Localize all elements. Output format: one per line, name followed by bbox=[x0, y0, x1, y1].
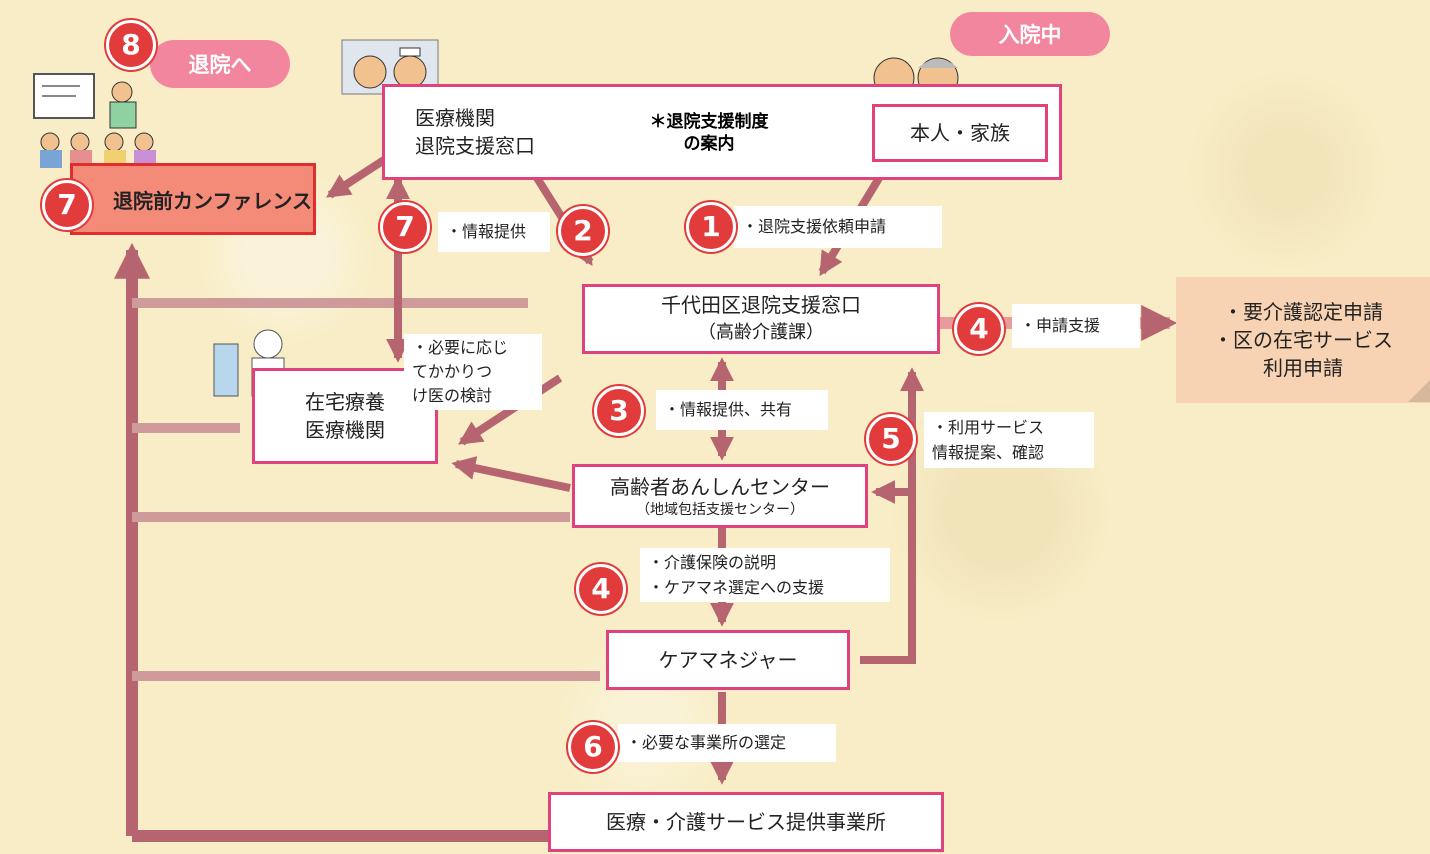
step-number-7-info: 7 bbox=[380, 202, 430, 252]
arrow-hospital-conference bbox=[325, 156, 387, 199]
application-box: ・要介護認定申請 ・区の在宅サービス 利用申請 bbox=[1176, 277, 1430, 403]
step-number-8: 8 bbox=[106, 20, 156, 70]
label-step5: ・利用サービス 情報提案、確認 bbox=[924, 412, 1094, 468]
step4-down-line1: ・介護保険の説明 bbox=[648, 553, 777, 572]
step4-down-line2: ・ケアマネ選定への支援 bbox=[648, 578, 825, 597]
step-number-3: 3 bbox=[594, 386, 644, 436]
label-step4-down: ・介護保険の説明 ・ケアマネ選定への支援 bbox=[640, 548, 890, 602]
anshin-center-title: 高齢者あんしんセンター bbox=[610, 475, 830, 499]
patient-family-box: 本人・家族 bbox=[872, 104, 1048, 162]
step1-text: ・退院支援依頼申請 bbox=[742, 217, 887, 236]
step3-text: ・情報提供、共有 bbox=[664, 400, 793, 419]
hospital-window-line2: 退院支援窓口 bbox=[415, 134, 535, 158]
label-step7: ・必要に応じ てかかりつ け医の検討 bbox=[404, 334, 542, 410]
chiyoda-discharge-window: 千代田区退院支援窓口 （高齢介護課） bbox=[582, 284, 940, 354]
label-step1: ・退院支援依頼申請 bbox=[734, 206, 942, 248]
notice-line2: の案内 bbox=[683, 134, 735, 154]
arrow-caremanager-chiyoda bbox=[860, 367, 924, 664]
step5-line2: 情報提案、確認 bbox=[932, 443, 1045, 462]
hospitalized-cloud: 入院中 bbox=[950, 12, 1110, 56]
application-line3: 利用申請 bbox=[1263, 356, 1343, 380]
step7-line1: ・必要に応じ bbox=[412, 338, 509, 357]
step5-line1: ・利用サービス bbox=[932, 418, 1045, 437]
conference-illustration bbox=[30, 70, 160, 170]
patient-family-text: 本人・家族 bbox=[910, 121, 1010, 145]
home-care-line2: 医療機関 bbox=[305, 418, 385, 442]
label-step4-right: ・申請支援 bbox=[1012, 304, 1140, 348]
step-number-6: 6 bbox=[568, 722, 618, 772]
arrow-anshin-homecare bbox=[451, 456, 571, 492]
support-system-notice: ＊退院支援制度 の案内 bbox=[622, 104, 796, 162]
service-provider-text: 医療・介護サービス提供事業所 bbox=[606, 810, 886, 834]
step6-text: ・必要な事業所の選定 bbox=[626, 733, 787, 752]
home-care-line1: 在宅療養 bbox=[305, 390, 385, 414]
conference-text: 退院前カンファレンス bbox=[113, 188, 312, 213]
step-number-5: 5 bbox=[866, 414, 916, 464]
step7-line3: け医の検討 bbox=[412, 386, 493, 405]
step-number-1: 1 bbox=[686, 202, 736, 252]
anshin-center-sub: （地域包括支援センター） bbox=[636, 502, 804, 518]
step2-text: ・情報提供 bbox=[446, 222, 527, 241]
discharge-cloud-text: 退院へ bbox=[188, 53, 252, 77]
chiyoda-window-sub: （高齢介護課） bbox=[698, 322, 824, 343]
step4-right-text: ・申請支援 bbox=[1020, 316, 1101, 335]
label-step3: ・情報提供、共有 bbox=[656, 390, 828, 430]
hospital-window-line1: 医療機関 bbox=[415, 106, 495, 130]
chiyoda-window-title: 千代田区退院支援窓口 bbox=[661, 293, 861, 317]
pre-discharge-conference: 退院前カンファレンス bbox=[70, 163, 316, 235]
arrow-chiyoda-homecare bbox=[457, 374, 563, 446]
notice-line1: ＊退院支援制度 bbox=[649, 112, 769, 132]
step-number-7-conference: 7 bbox=[42, 180, 92, 230]
application-line2: ・区の在宅サービス bbox=[1213, 328, 1393, 352]
label-step2: ・情報提供 bbox=[438, 212, 550, 252]
step-number-2: 2 bbox=[558, 206, 608, 256]
step7-line2: てかかりつ bbox=[412, 362, 493, 381]
service-provider: 医療・介護サービス提供事業所 bbox=[548, 792, 944, 852]
application-line1: ・要介護認定申請 bbox=[1223, 300, 1383, 324]
hospitalized-cloud-text: 入院中 bbox=[998, 23, 1062, 47]
step-number-4-down: 4 bbox=[576, 564, 626, 614]
discharge-cloud: 退院へ bbox=[150, 40, 290, 88]
care-manager: ケアマネジャー bbox=[606, 630, 850, 690]
care-manager-text: ケアマネジャー bbox=[658, 648, 798, 672]
anshin-center: 高齢者あんしんセンター （地域包括支援センター） bbox=[572, 464, 868, 528]
label-step6: ・必要な事業所の選定 bbox=[618, 724, 836, 762]
application-page-fold bbox=[1408, 380, 1430, 402]
step-number-4-right: 4 bbox=[954, 304, 1004, 354]
